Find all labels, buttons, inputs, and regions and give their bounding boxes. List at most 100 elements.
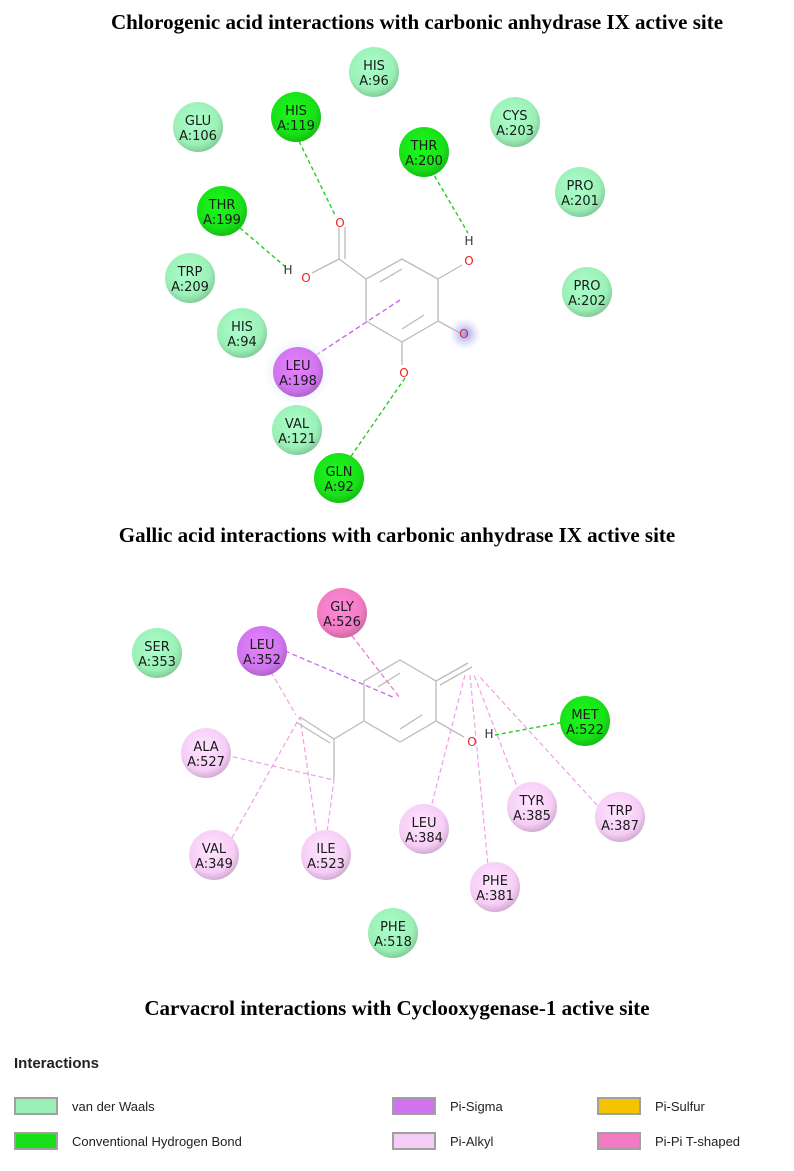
hbond-line <box>494 720 571 736</box>
residue-group: GLYA:526SERA:353LEUA:352META:522ALAA:527… <box>132 588 645 958</box>
legend-label: Pi-Sulfur <box>655 1098 705 1114</box>
hbond-line <box>344 377 406 466</box>
residue-name: PRO <box>566 179 593 194</box>
legend-item-pi-alkyl: Pi-Alkyl <box>392 1130 493 1152</box>
residue-name: PHE <box>482 874 508 889</box>
residue-id: A:92 <box>324 480 354 495</box>
residue-name: PRO <box>573 279 600 294</box>
legend-label: Pi-Sigma <box>450 1098 503 1114</box>
legend-item-hbond: Conventional Hydrogen Bond <box>14 1130 242 1152</box>
legend-item-vdw: van der Waals <box>14 1095 155 1117</box>
residue-id: A:121 <box>278 432 316 447</box>
residue-disc <box>189 830 239 880</box>
ligand-gallic <box>295 659 473 780</box>
pi-alkyl-line <box>227 716 301 846</box>
residue-id: A:203 <box>496 124 534 139</box>
residue-disc <box>595 792 645 842</box>
residue-name: LEU <box>412 816 437 831</box>
residue-id: A:200 <box>405 154 443 169</box>
legend-swatch <box>14 1132 58 1150</box>
interaction-lines <box>239 134 469 466</box>
residue-name: VAL <box>285 417 310 432</box>
hbond-line <box>430 169 469 234</box>
residue-disc <box>317 588 367 638</box>
residue-name: GLN <box>325 465 352 480</box>
residue-id: A:387 <box>601 819 639 834</box>
residue-id: A:349 <box>195 857 233 872</box>
residue-id: A:523 <box>307 857 345 872</box>
residue-disc <box>560 696 610 746</box>
residue-disc <box>272 405 322 455</box>
residue-disc <box>490 97 540 147</box>
residue-name: TRP <box>177 265 203 280</box>
legend-item-pi-sulfur: Pi-Sulfur <box>597 1095 705 1117</box>
residue-name: LEU <box>250 638 275 653</box>
residue-id: A:96 <box>359 74 389 89</box>
legend-swatch <box>14 1097 58 1115</box>
residue-disc <box>165 253 215 303</box>
residue-disc <box>368 908 418 958</box>
residue-id: A:518 <box>374 935 412 950</box>
legend-swatch <box>392 1132 436 1150</box>
residue-disc <box>314 453 364 503</box>
oxygen-atom: O <box>301 271 310 285</box>
residue-id: A:209 <box>171 280 209 295</box>
legend-title: Interactions <box>14 1055 100 1072</box>
residue-name: GLU <box>185 114 211 129</box>
gallic-title: Gallic acid interactions with carbonic a… <box>118 523 676 547</box>
residue-disc <box>237 626 287 676</box>
residue-disc <box>217 308 267 358</box>
pi-alkyl-line <box>477 674 609 818</box>
residue-name: THR <box>410 139 438 154</box>
legend-label: Pi-Alkyl <box>450 1133 494 1149</box>
residue-name: TYR <box>519 794 545 809</box>
ligand-atoms: O O H H O O O <box>283 216 473 380</box>
residue-name: VAL <box>202 842 227 857</box>
legend-swatch <box>392 1097 436 1115</box>
legend-label: van der Waals <box>72 1098 155 1114</box>
residue-id: A:94 <box>227 335 257 350</box>
chlorogenic-interaction-diagram: O O H H O O O HISA:96GLUA:106HISA:119CYS… <box>165 47 612 503</box>
residue-id: A:106 <box>179 129 217 144</box>
residue-disc <box>197 186 247 236</box>
residue-name: GLY <box>330 600 354 615</box>
hydrogen-atom: H <box>484 727 493 741</box>
residue-id: A:198 <box>279 374 317 389</box>
oxygen-atom: O <box>399 366 408 380</box>
residue-disc <box>470 862 520 912</box>
pi-sigma-line <box>284 650 396 699</box>
residue-name: HIS <box>285 104 307 119</box>
residue-name: PHE <box>380 920 406 935</box>
residue-name: ILE <box>316 842 335 857</box>
pi-alkyl-line <box>469 674 491 888</box>
residue-id: A:199 <box>203 213 241 228</box>
residue-group: HISA:96GLUA:106HISA:119CYSA:203THRA:200P… <box>165 47 612 503</box>
residue-disc <box>399 127 449 177</box>
legend-swatch <box>597 1132 641 1150</box>
residue-disc <box>399 804 449 854</box>
residue-disc <box>273 347 323 397</box>
residue-name: SER <box>144 640 170 655</box>
residue-name: HIS <box>363 59 385 74</box>
pi-alkyl-line <box>425 674 466 828</box>
hydrogen-atom: H <box>283 263 292 277</box>
residue-name: MET <box>571 708 598 723</box>
hbond-line <box>295 134 337 218</box>
highlight-glow <box>449 318 481 350</box>
legend-label: Conventional Hydrogen Bond <box>72 1133 242 1149</box>
ligand-atoms: O H <box>467 727 493 749</box>
